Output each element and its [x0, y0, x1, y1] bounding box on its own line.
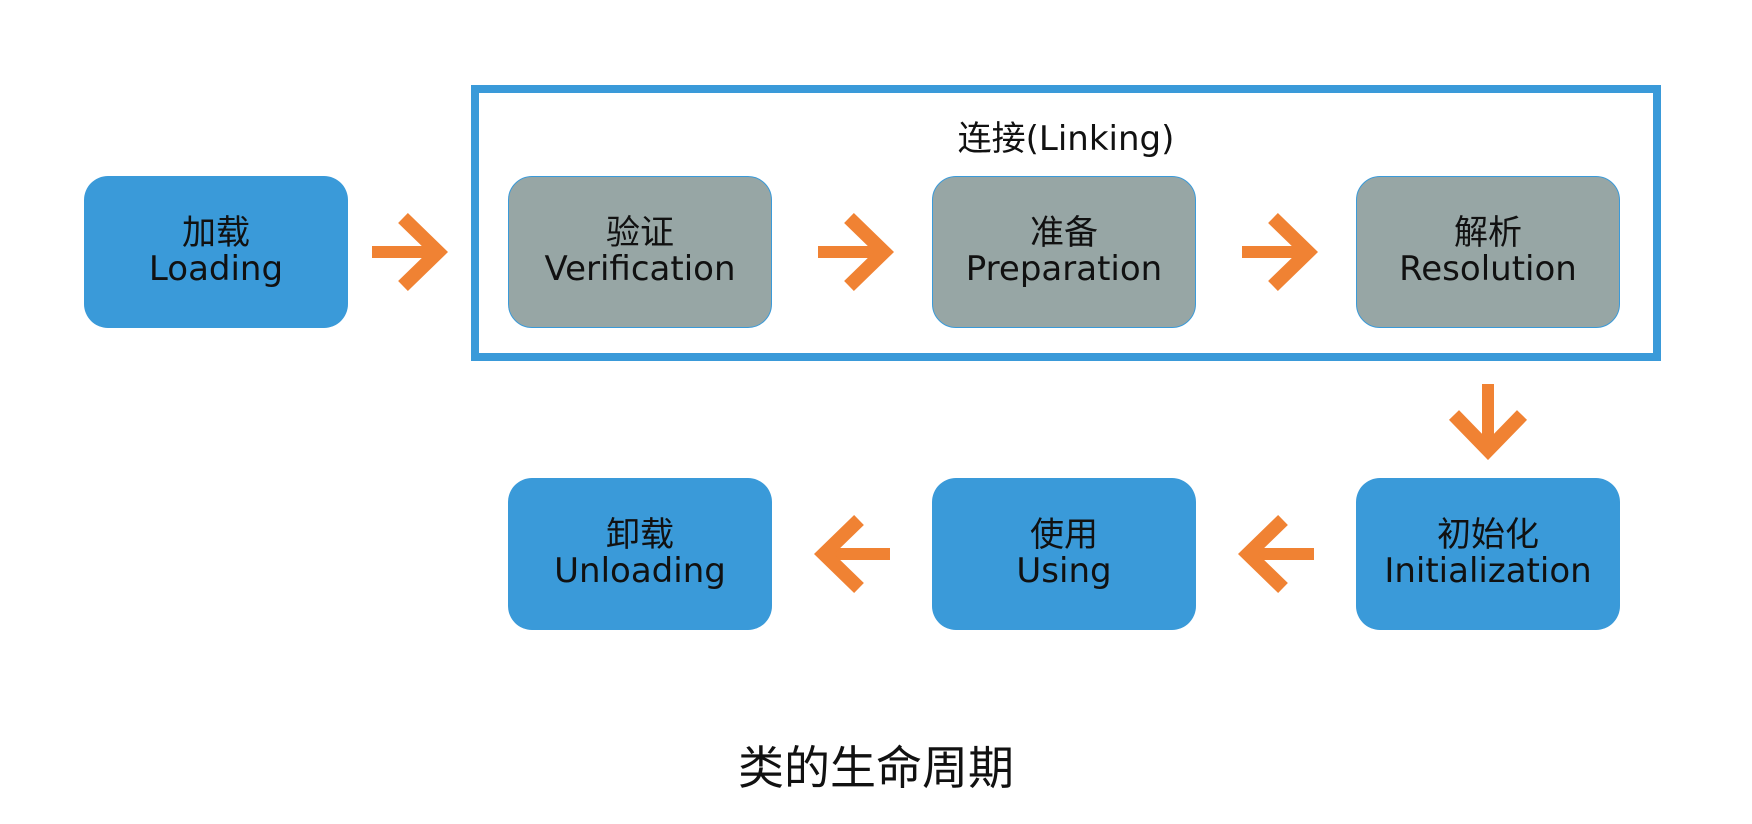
- node-loading-en: Loading: [148, 249, 284, 289]
- node-using-zh: 使用: [1030, 515, 1098, 556]
- node-unloading-zh: 卸载: [606, 515, 674, 556]
- node-initialization-zh: 初始化: [1437, 515, 1539, 556]
- arrow-left-icon: [1238, 514, 1318, 594]
- node-verification: 验证 Verification: [508, 176, 772, 328]
- node-loading: 加载 Loading: [84, 176, 348, 328]
- arrow-right-icon: [368, 212, 448, 292]
- node-initialization: 初始化 Initialization: [1356, 478, 1620, 630]
- arrow-left-icon: [814, 514, 894, 594]
- arrow-right-icon: [814, 212, 894, 292]
- node-preparation-en: Preparation: [965, 249, 1163, 289]
- node-resolution-en: Resolution: [1399, 249, 1577, 289]
- node-using: 使用 Using: [932, 478, 1196, 630]
- linking-group-label: 连接(Linking): [957, 119, 1175, 159]
- node-preparation-zh: 准备: [1030, 213, 1098, 254]
- linking-group: 连接(Linking): [471, 85, 1661, 361]
- arrow-down-icon: [1448, 380, 1528, 460]
- node-unloading-en: Unloading: [554, 551, 726, 591]
- node-unloading: 卸载 Unloading: [508, 478, 772, 630]
- node-loading-zh: 加载: [182, 213, 250, 254]
- node-initialization-en: Initialization: [1384, 551, 1592, 591]
- arrow-right-icon: [1238, 212, 1318, 292]
- node-verification-zh: 验证: [606, 213, 674, 254]
- diagram-caption: 类的生命周期: [738, 741, 1014, 795]
- node-verification-en: Verification: [544, 249, 736, 289]
- node-resolution-zh: 解析: [1454, 213, 1522, 254]
- node-preparation: 准备 Preparation: [932, 176, 1196, 328]
- node-using-en: Using: [1016, 551, 1112, 591]
- node-resolution: 解析 Resolution: [1356, 176, 1620, 328]
